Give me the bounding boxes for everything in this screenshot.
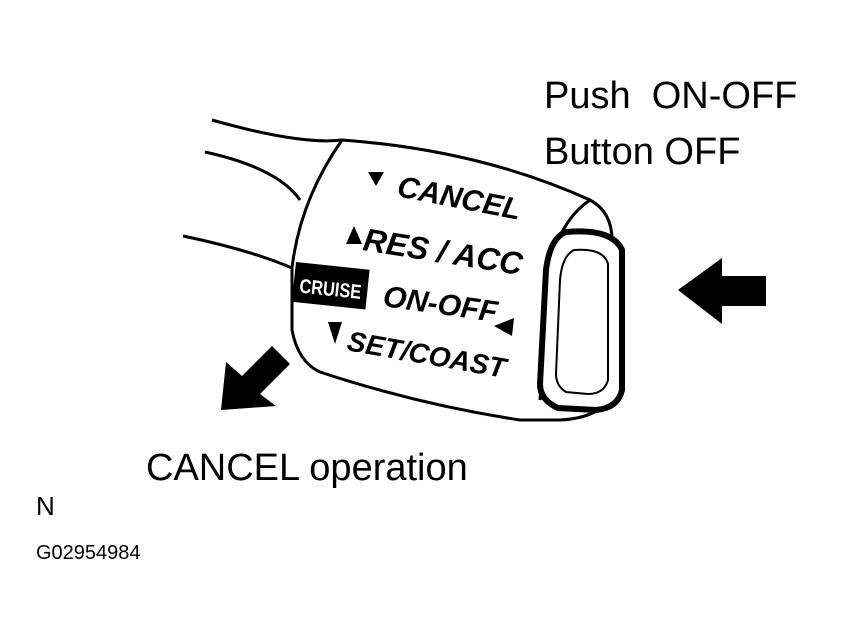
lever-head-body	[290, 138, 614, 422]
on-off-triangle-icon	[494, 318, 514, 336]
lever-stalk-mid-edge	[204, 150, 302, 201]
figure-code: N	[36, 491, 55, 521]
on-off-end-button-inner	[554, 248, 609, 396]
set-triangle-icon	[328, 322, 342, 344]
push-callout-line1: Push ON-OFF	[544, 75, 798, 117]
cancel-operation-callout: CANCEL operation	[146, 447, 468, 489]
cruise-badge	[291, 262, 370, 310]
figure-id: G02954984	[36, 542, 141, 564]
cancel-triangle-icon	[368, 172, 384, 186]
res-triangle-icon	[346, 226, 362, 244]
cancel-pull-arrow-icon	[221, 346, 290, 410]
push-callout-line2: Button OFF	[544, 131, 741, 173]
lever-stalk-lower-edge	[182, 234, 293, 270]
on-off-end-button	[536, 228, 625, 414]
push-on-off-callout: Push ON-OFF Button OFF	[544, 68, 797, 180]
push-arrow-icon	[678, 258, 766, 324]
lever-stalk-upper-edge	[211, 118, 343, 143]
